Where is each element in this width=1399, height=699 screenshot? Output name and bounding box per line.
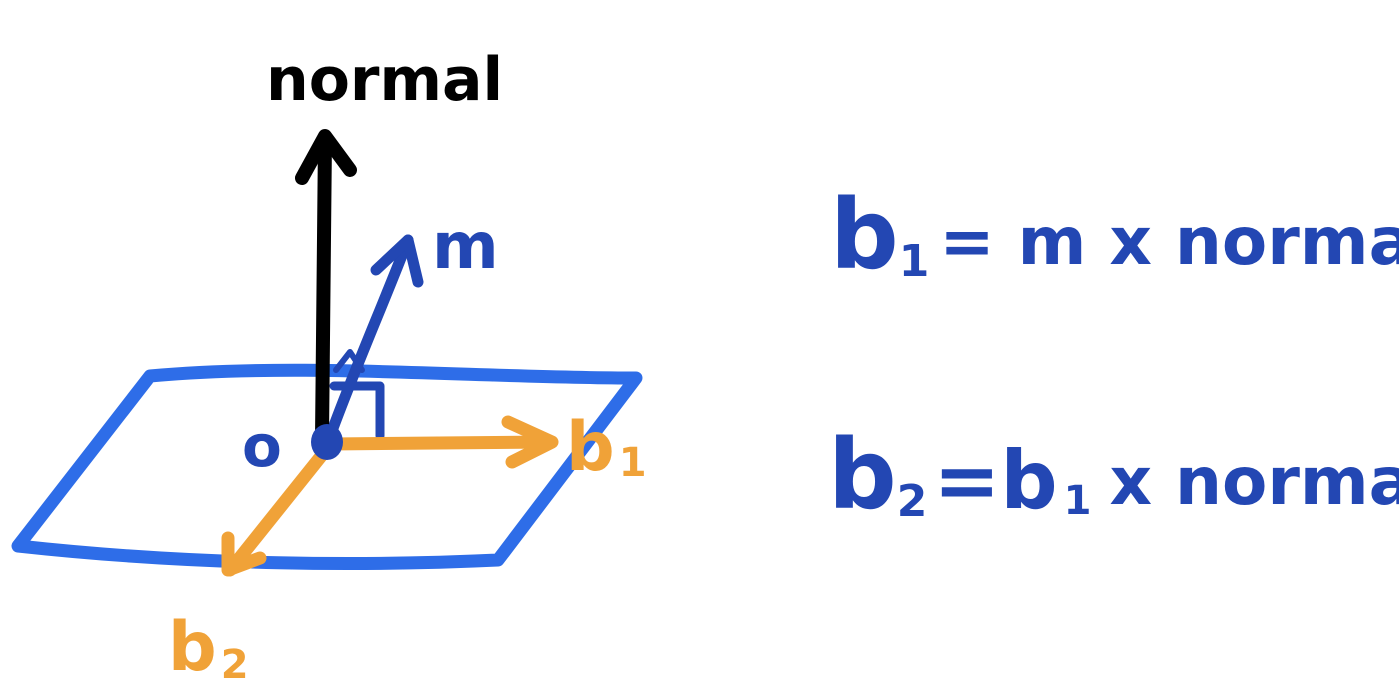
equation-2: b2=b1 x normal xyxy=(828,419,1399,531)
equation-2-lhs-subscript: 2 xyxy=(897,476,928,527)
origin-point xyxy=(311,424,343,460)
equation-1-lhs-subscript: 1 xyxy=(899,236,930,287)
m-arrowhead xyxy=(370,234,424,288)
equation-2-rhs: =b xyxy=(933,434,1057,527)
normal-label: normal xyxy=(266,45,503,115)
b1-label-main: b xyxy=(566,408,615,487)
b2-label-main: b xyxy=(168,608,217,687)
origin-label: o xyxy=(242,412,282,480)
equation-2-rhs-subscript: 1 xyxy=(1064,478,1092,524)
normal-vector-line xyxy=(315,131,332,445)
b1-vector-line xyxy=(323,435,557,451)
b2-vector-line xyxy=(223,443,333,577)
m-label: m xyxy=(432,210,499,284)
equation-1-lhs: b xyxy=(830,179,899,291)
b1-label-subscript: 1 xyxy=(619,440,647,486)
b1-arrowhead xyxy=(501,415,559,469)
m-vector-line xyxy=(322,234,414,448)
normal-arrowhead xyxy=(295,129,357,185)
equation-2-lhs: b xyxy=(828,419,897,531)
equation-1: b1= m x normal xyxy=(830,179,1399,291)
plane-outline xyxy=(11,363,643,570)
equation-1-rhs: = m x normal xyxy=(939,203,1399,280)
b2-arrowhead xyxy=(221,531,267,577)
b2-label-subscript: 2 xyxy=(221,642,249,688)
equation-2-rhs-tail: x normal xyxy=(1109,443,1399,520)
